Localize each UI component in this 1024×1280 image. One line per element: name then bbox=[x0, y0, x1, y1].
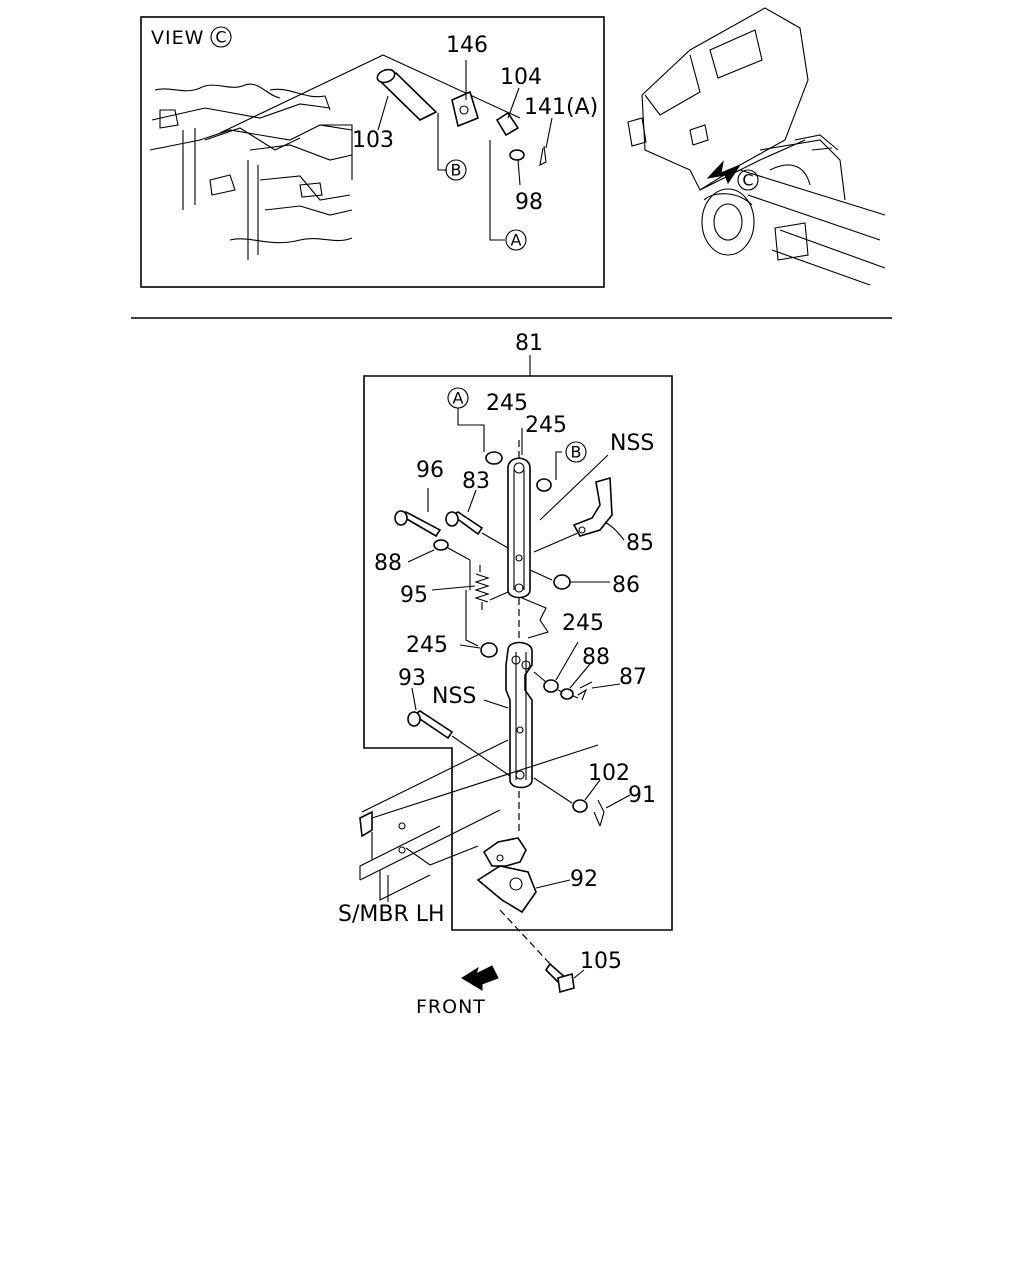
callout-141a: 141(A) bbox=[524, 95, 598, 120]
ref-a-circle-view bbox=[505, 229, 527, 251]
label-side-member: S/MBR LH bbox=[338, 902, 445, 927]
group-81-frame bbox=[363, 375, 673, 931]
bolt-104 bbox=[495, 111, 520, 137]
pin-93 bbox=[407, 710, 454, 740]
bolt-105 bbox=[544, 962, 575, 994]
cotter-pin-87 bbox=[577, 681, 593, 701]
callout-93: 93 bbox=[398, 666, 426, 691]
callout-88-right: 88 bbox=[582, 645, 610, 670]
view-c-pointer-arrow bbox=[706, 160, 742, 185]
callout-nss-top: NSS bbox=[610, 431, 654, 456]
bracket-92 bbox=[476, 837, 537, 914]
washer-102 bbox=[572, 799, 588, 813]
ref-a-letter-asm: A bbox=[453, 389, 464, 408]
washer-88-right bbox=[560, 688, 574, 700]
ring-86 bbox=[553, 574, 571, 590]
ref-b-letter-asm: B bbox=[571, 443, 582, 462]
washer-245-top2 bbox=[536, 478, 552, 492]
callout-95: 95 bbox=[400, 583, 428, 608]
callout-92: 92 bbox=[570, 867, 598, 892]
bracket-85 bbox=[572, 476, 613, 537]
washer-98 bbox=[509, 149, 525, 161]
pin-83 bbox=[445, 511, 484, 536]
callout-96: 96 bbox=[416, 458, 444, 483]
callout-86: 86 bbox=[612, 573, 640, 598]
view-c-frame bbox=[140, 16, 605, 288]
bracket-146 bbox=[451, 90, 479, 128]
washer-245-top bbox=[485, 451, 503, 465]
callout-245-top2: 245 bbox=[525, 413, 567, 438]
pin-103 bbox=[376, 68, 438, 121]
callout-104: 104 bbox=[500, 65, 542, 90]
callout-146: 146 bbox=[446, 33, 488, 58]
view-c-panel: VIEW C bbox=[140, 16, 605, 288]
washer-88-left bbox=[433, 539, 449, 551]
ref-a-letter-view: A bbox=[511, 231, 522, 250]
upper-link bbox=[507, 457, 531, 599]
cotter-pin-91 bbox=[593, 799, 605, 827]
callout-nss-mid: NSS bbox=[432, 684, 476, 709]
side-member-lh bbox=[359, 739, 599, 901]
truck-overview: C bbox=[627, 7, 886, 286]
pin-96 bbox=[394, 510, 442, 538]
view-c-ref-circle bbox=[210, 26, 232, 48]
ref-c-circle-truck bbox=[737, 169, 759, 191]
lower-link bbox=[505, 641, 533, 789]
callout-83: 83 bbox=[462, 469, 490, 494]
callout-91: 91 bbox=[628, 783, 656, 808]
callout-87: 87 bbox=[619, 665, 647, 690]
ref-b-letter-view: B bbox=[451, 161, 462, 180]
ref-b-circle-view bbox=[445, 159, 467, 181]
callout-245-mid2: 245 bbox=[562, 611, 604, 636]
washer-245-mid2 bbox=[543, 679, 559, 693]
callout-98: 98 bbox=[515, 190, 543, 215]
callout-102: 102 bbox=[588, 761, 630, 786]
callout-245-mid: 245 bbox=[406, 633, 448, 658]
callout-245-top: 245 bbox=[486, 391, 528, 416]
front-arrow-icon bbox=[461, 965, 499, 991]
label-front: FRONT bbox=[416, 996, 486, 1018]
washer-245-mid bbox=[480, 642, 498, 658]
ref-c-letter-truck: C bbox=[742, 171, 753, 190]
callout-81: 81 bbox=[515, 331, 543, 356]
callout-103: 103 bbox=[352, 128, 394, 153]
view-c-title: VIEW bbox=[151, 27, 204, 49]
assembly-81: 81 A B 245 245 NSS bbox=[338, 331, 673, 1018]
view-c-ref-letter: C bbox=[215, 28, 226, 47]
callout-85: 85 bbox=[626, 531, 654, 556]
callout-88-left: 88 bbox=[374, 551, 402, 576]
view-c-guide-line bbox=[219, 54, 521, 134]
spring-95 bbox=[474, 565, 490, 610]
cotter-pin-141a bbox=[539, 145, 547, 166]
view-c-machinery-sketch bbox=[149, 83, 353, 260]
callout-105: 105 bbox=[580, 949, 622, 974]
